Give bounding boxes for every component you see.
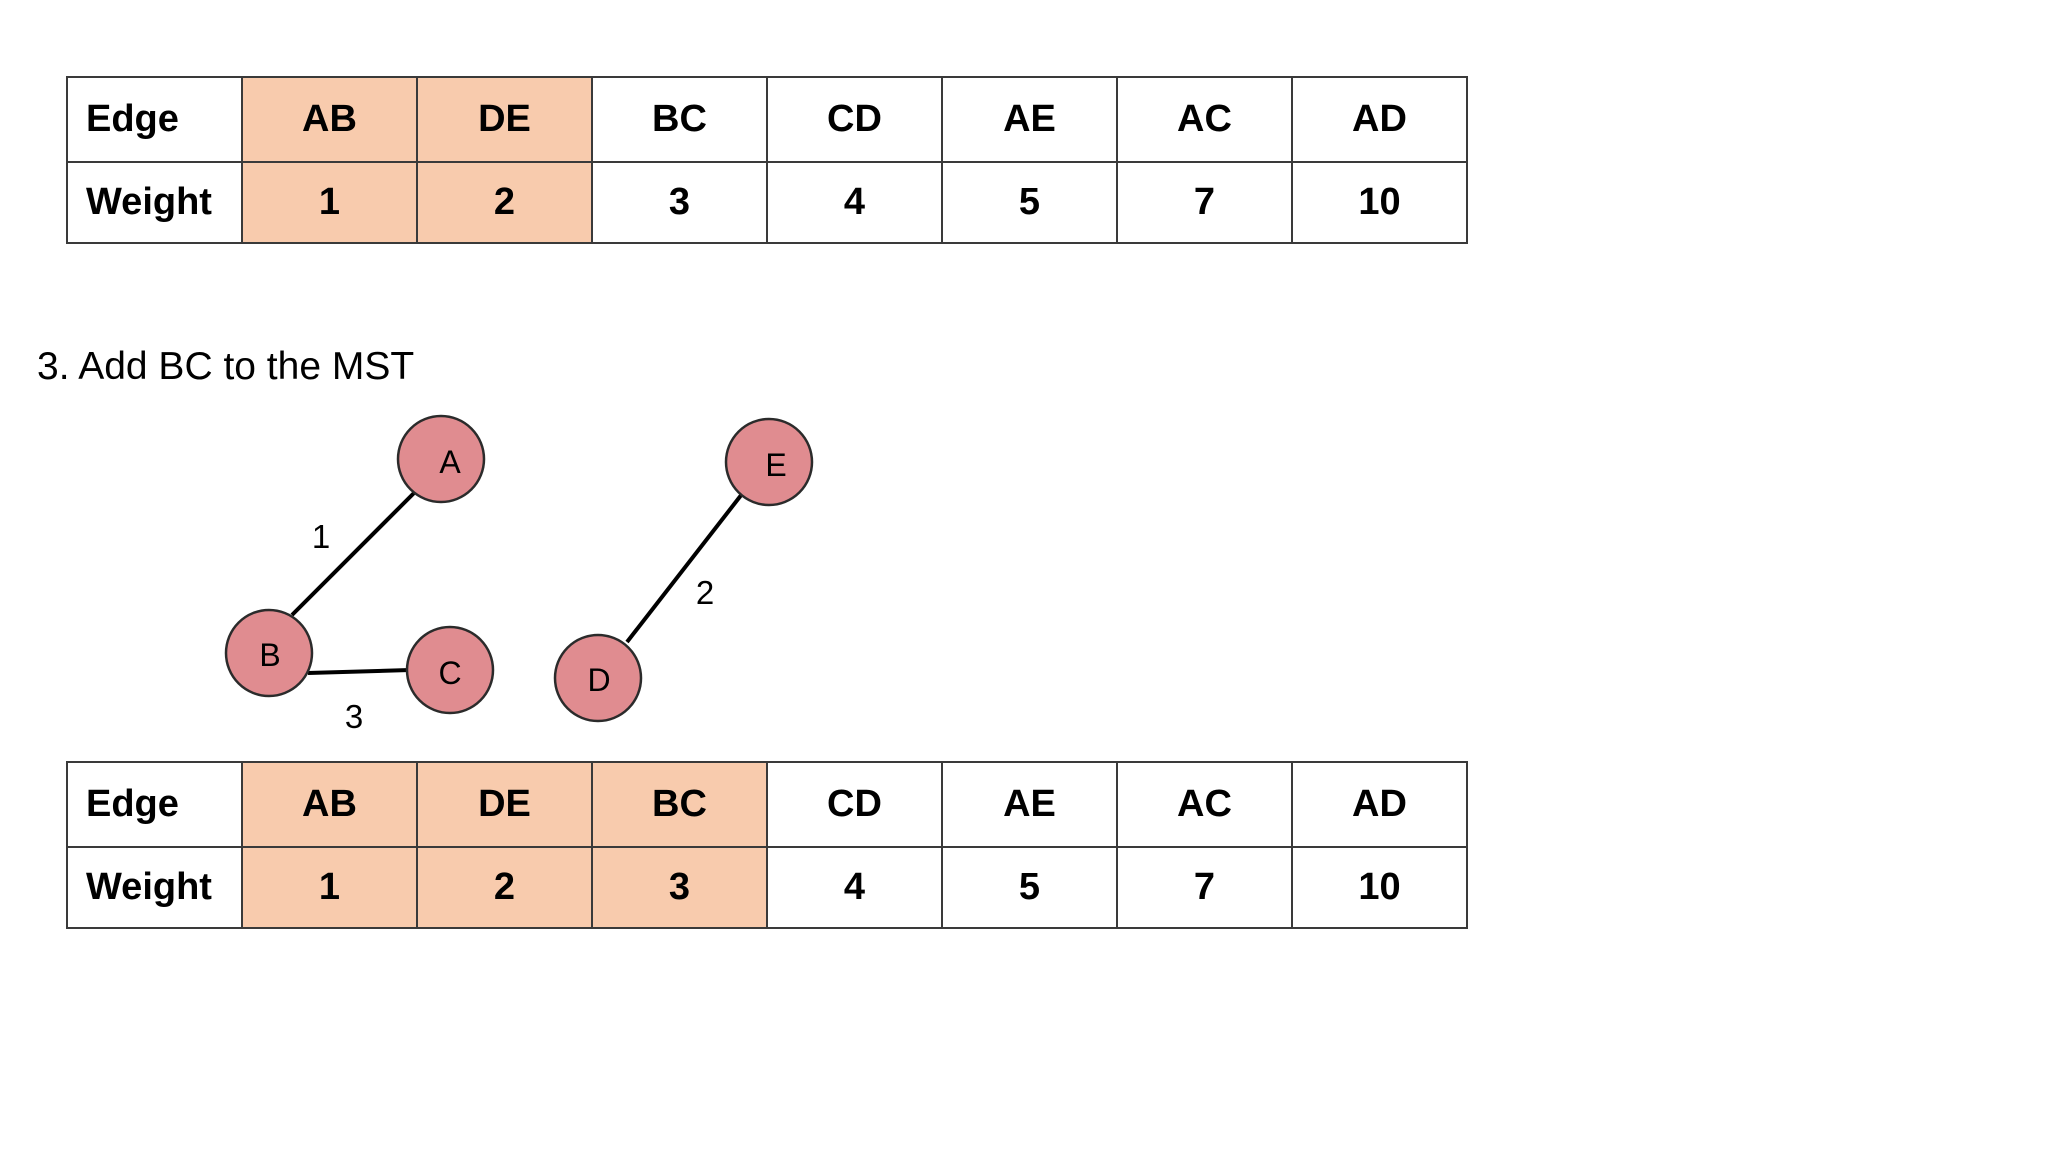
edge-weight-label-de: 2 [696,574,714,611]
weight-cell-ac: 7 [1116,846,1293,929]
edge-cell-ac: AC [1116,76,1293,163]
edge-cell-ae: AE [941,761,1118,848]
weight-cell-ae: 5 [941,846,1118,929]
weight-cell-cd: 4 [766,846,943,929]
node-label-d: D [587,662,610,698]
weight-cell-ad: 10 [1291,161,1468,244]
graph-edge-ab [290,487,420,617]
step-caption: 3. Add BC to the MST [37,345,415,388]
weight-cell-ac: 7 [1116,161,1293,244]
graph-node-c: C [405,625,495,715]
weight-cell-ab: 1 [241,161,418,244]
edge-cell-ae: AE [941,76,1118,163]
weight-header: Weight [66,161,243,244]
weight-row: Weight 1 2 3 4 5 7 10 [66,846,1468,929]
weight-cell-de: 2 [416,161,593,244]
edge-cell-ad: AD [1291,76,1468,163]
weight-cell-ad: 10 [1291,846,1468,929]
node-label-e: E [765,447,786,483]
weight-row: Weight 1 2 3 4 5 7 10 [66,161,1468,244]
edge-weight-table-after: Edge AB DE BC CD AE AC AD Weight 1 2 3 4… [66,761,1468,929]
weight-header: Weight [66,846,243,929]
weight-cell-cd: 4 [766,161,943,244]
edge-cell-cd: CD [766,761,943,848]
edge-weight-label-bc: 3 [345,698,363,735]
edge-weight-label-ab: 1 [312,518,330,555]
node-label-c: C [438,655,461,691]
node-label-a: A [439,444,461,480]
edge-cell-de: DE [416,761,593,848]
weight-cell-bc: 3 [591,161,768,244]
edge-weight-table-before: Edge AB DE BC CD AE AC AD Weight 1 2 3 4… [66,76,1468,244]
graph-edge-bc [307,668,411,675]
edge-cell-ad: AD [1291,761,1468,848]
edge-cell-ab: AB [241,761,418,848]
graph-node-b: B [224,608,314,698]
graph-node-e: E [724,417,814,507]
weight-cell-bc: 3 [591,846,768,929]
weight-cell-ae: 5 [941,161,1118,244]
graph-node-a: A [396,414,486,504]
edge-cell-bc: BC [591,761,768,848]
edge-row: Edge AB DE BC CD AE AC AD [66,76,1468,163]
edge-cell-cd: CD [766,76,943,163]
weight-cell-ab: 1 [241,846,418,929]
weight-cell-de: 2 [416,846,593,929]
node-label-b: B [259,637,280,673]
edge-cell-de: DE [416,76,593,163]
edge-cell-bc: BC [591,76,768,163]
mst-graph: 1 2 3 A E B C D [224,414,814,735]
graph-node-d: D [553,633,643,723]
edge-cell-ac: AC [1116,761,1293,848]
edge-cell-ab: AB [241,76,418,163]
edge-row: Edge AB DE BC CD AE AC AD [66,761,1468,848]
graph-edge-de [625,492,744,644]
edge-header: Edge [66,76,243,163]
edge-header: Edge [66,761,243,848]
